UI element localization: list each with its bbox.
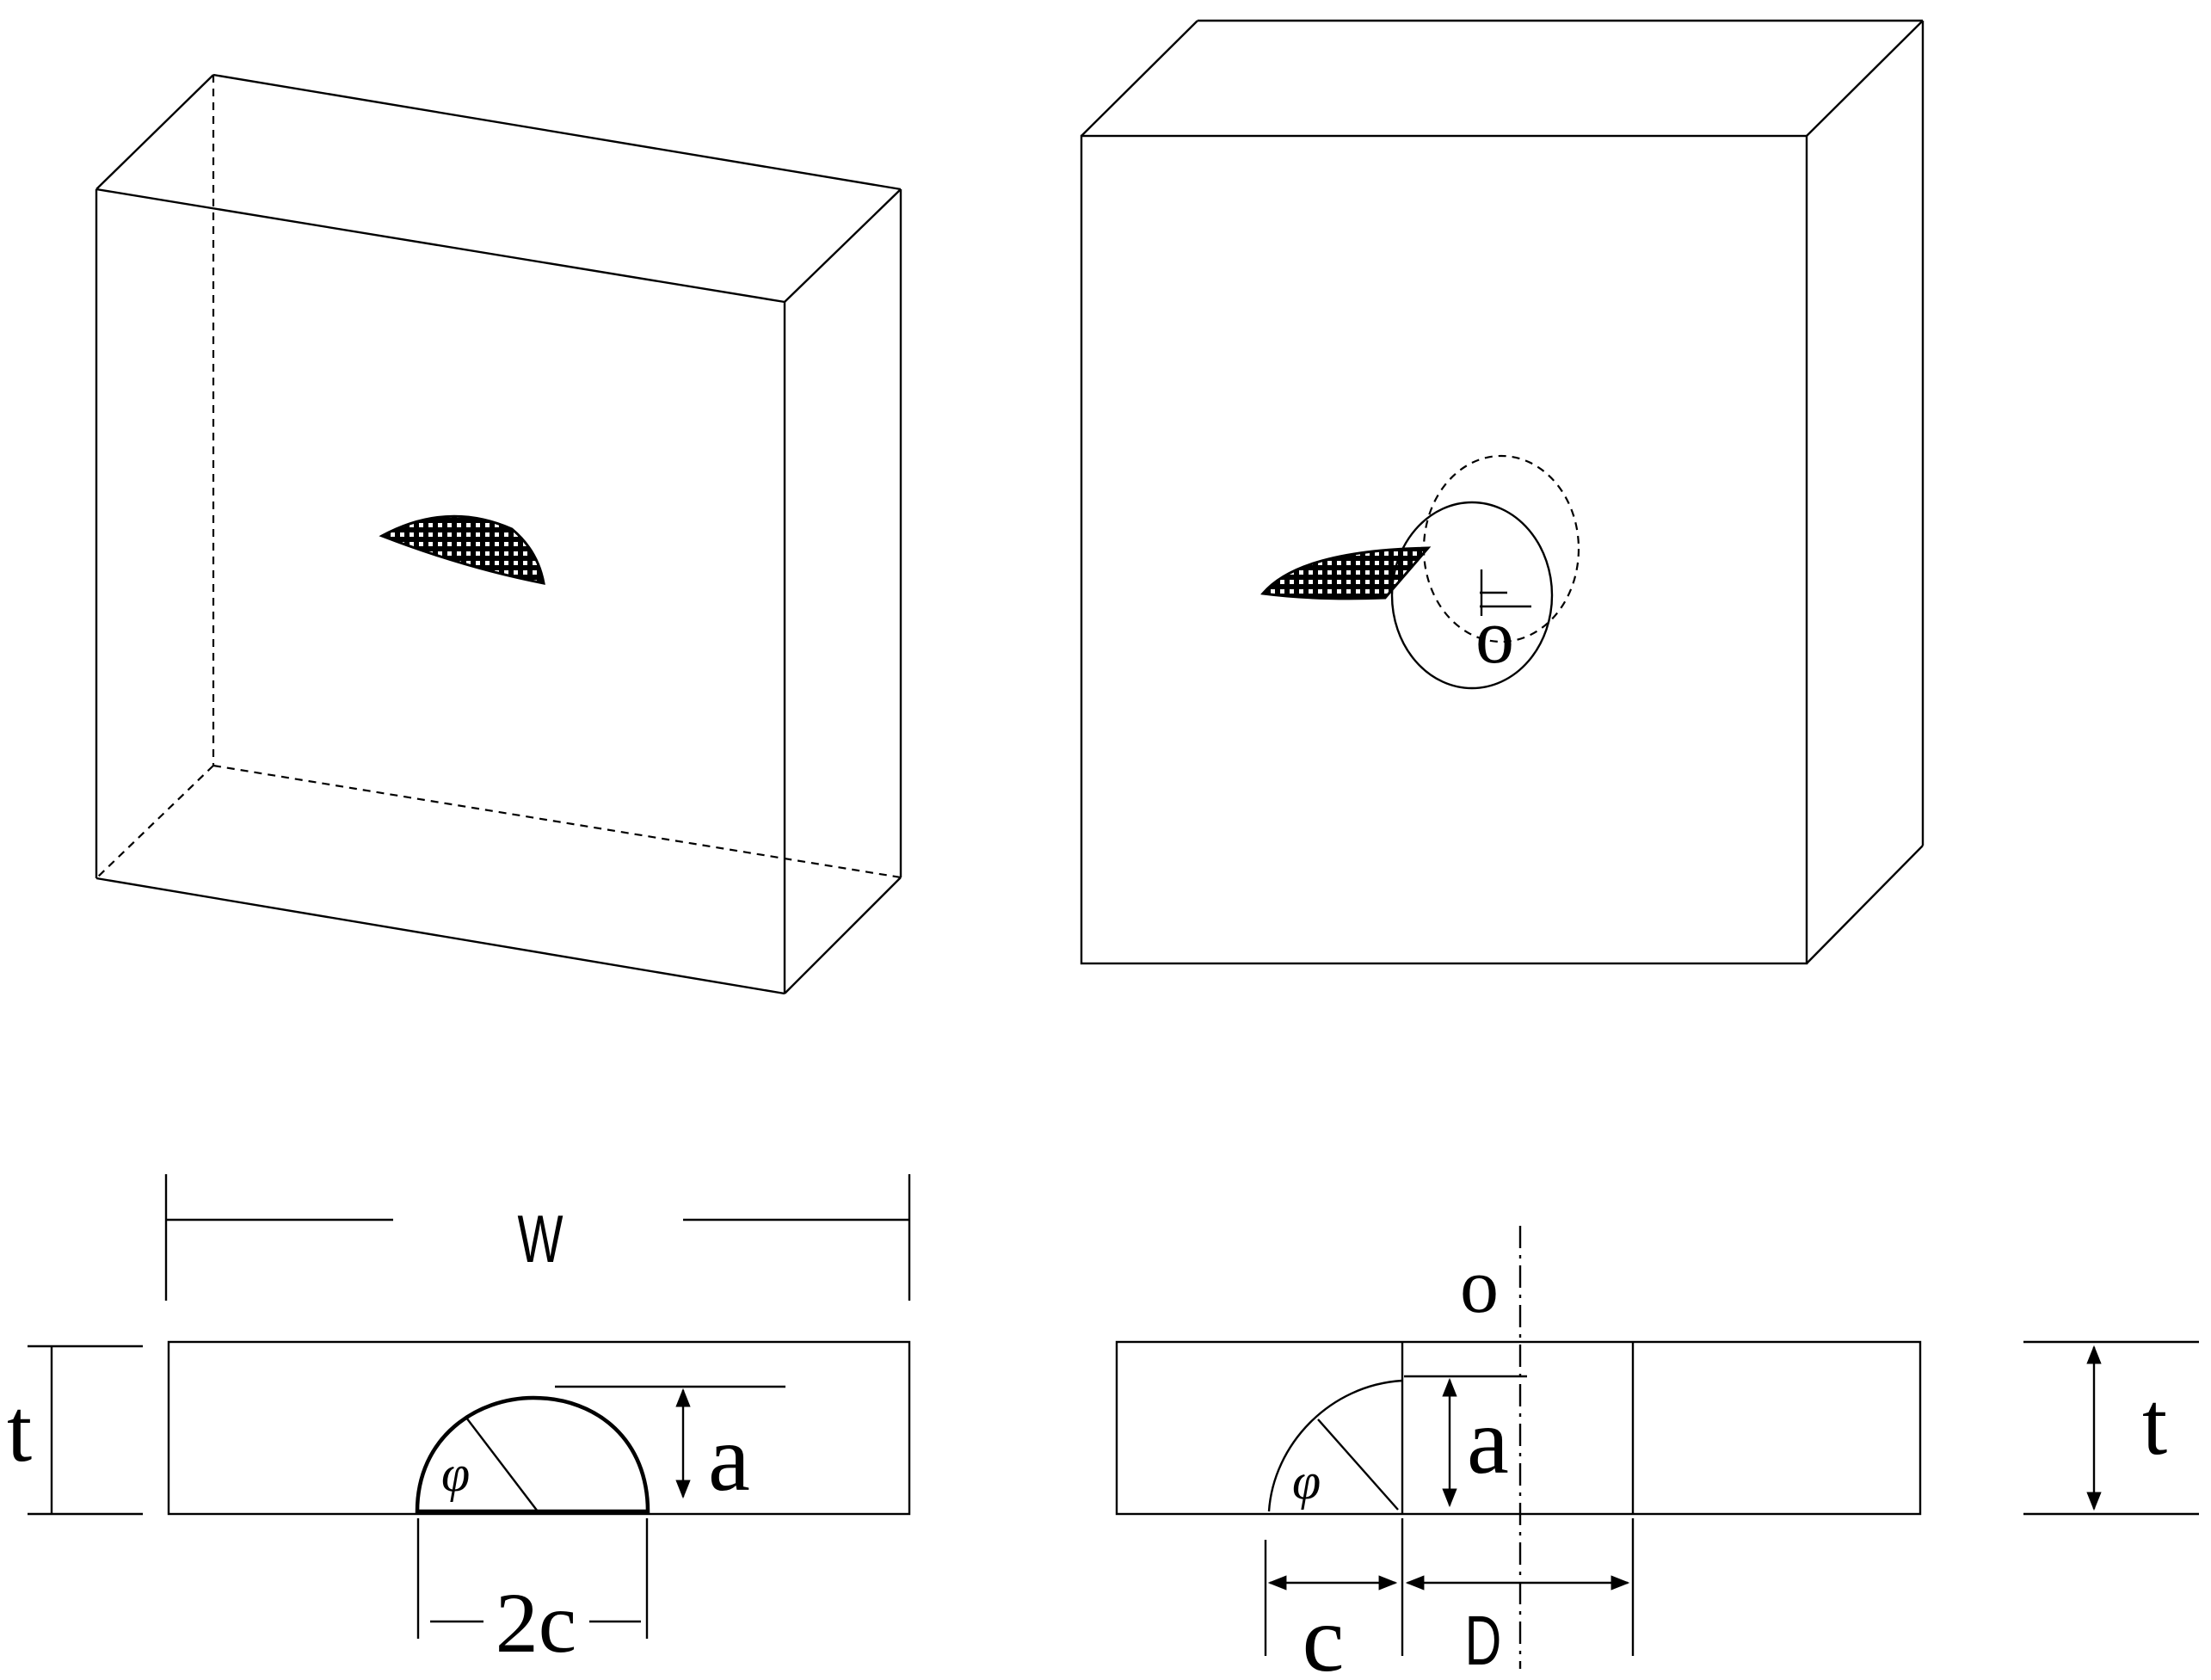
width-label: W xyxy=(517,1202,563,1277)
center-axis-label: o xyxy=(1460,1244,1499,1329)
circle-dashed xyxy=(1422,454,1580,643)
thickness-dimension-right xyxy=(2023,1340,2199,1516)
angle-label-left: φ xyxy=(441,1445,470,1502)
distance-label: D xyxy=(1465,1602,1502,1680)
embedded-crack xyxy=(379,514,545,585)
transparent-block-3d xyxy=(95,73,902,995)
plate-section-right xyxy=(1115,1340,1922,1516)
depth-label-right: a xyxy=(1467,1388,1509,1493)
surface-crack xyxy=(1260,546,1432,600)
crack-radius-left xyxy=(465,1417,539,1512)
center-crosshair xyxy=(1480,569,1531,616)
depth-label-left: a xyxy=(708,1406,750,1511)
solid-block-3d xyxy=(1080,19,1925,965)
thickness-label-right: t xyxy=(2142,1373,2167,1474)
angle-label-right: φ xyxy=(1292,1453,1321,1510)
crack-radius-right xyxy=(1317,1418,1399,1511)
thickness-dimension-left xyxy=(28,1345,143,1516)
quarter-circle-crack xyxy=(1267,1379,1403,1512)
circle-solid xyxy=(1390,501,1554,690)
center-label-3d: o xyxy=(1475,594,1514,680)
plate-section-left xyxy=(167,1340,911,1516)
crack-half-length-dimension xyxy=(1264,1518,1404,1656)
crack-length-label: 2c xyxy=(496,1575,576,1671)
offset-distance-dimension xyxy=(1405,1518,1635,1656)
half-length-label: c xyxy=(1303,1586,1345,1680)
semicircular-crack xyxy=(415,1395,650,1514)
crack-length-dimension xyxy=(416,1518,649,1639)
width-dimension xyxy=(164,1174,911,1301)
thickness-label-left: t xyxy=(7,1380,32,1480)
